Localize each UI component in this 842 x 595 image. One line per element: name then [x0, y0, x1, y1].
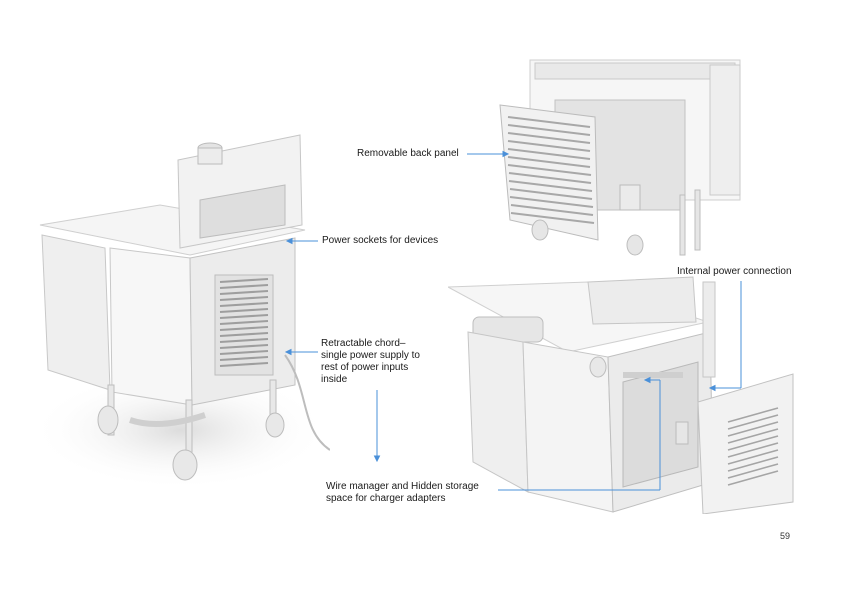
internal-view-render	[448, 262, 796, 514]
label-removable-back-panel: Removable back panel	[357, 148, 459, 159]
page-number: 59	[780, 531, 791, 541]
cart-rear-render	[30, 130, 330, 515]
back-panel-render	[470, 55, 750, 265]
label-internal-power-connection: Internal power connection	[677, 266, 792, 277]
label-power-sockets: Power sockets for devices	[322, 235, 439, 246]
label-wire-manager: Wire manager and Hidden storage space fo…	[326, 481, 479, 504]
label-retractable-chord: Retractable chord– single power supply t…	[321, 338, 420, 385]
